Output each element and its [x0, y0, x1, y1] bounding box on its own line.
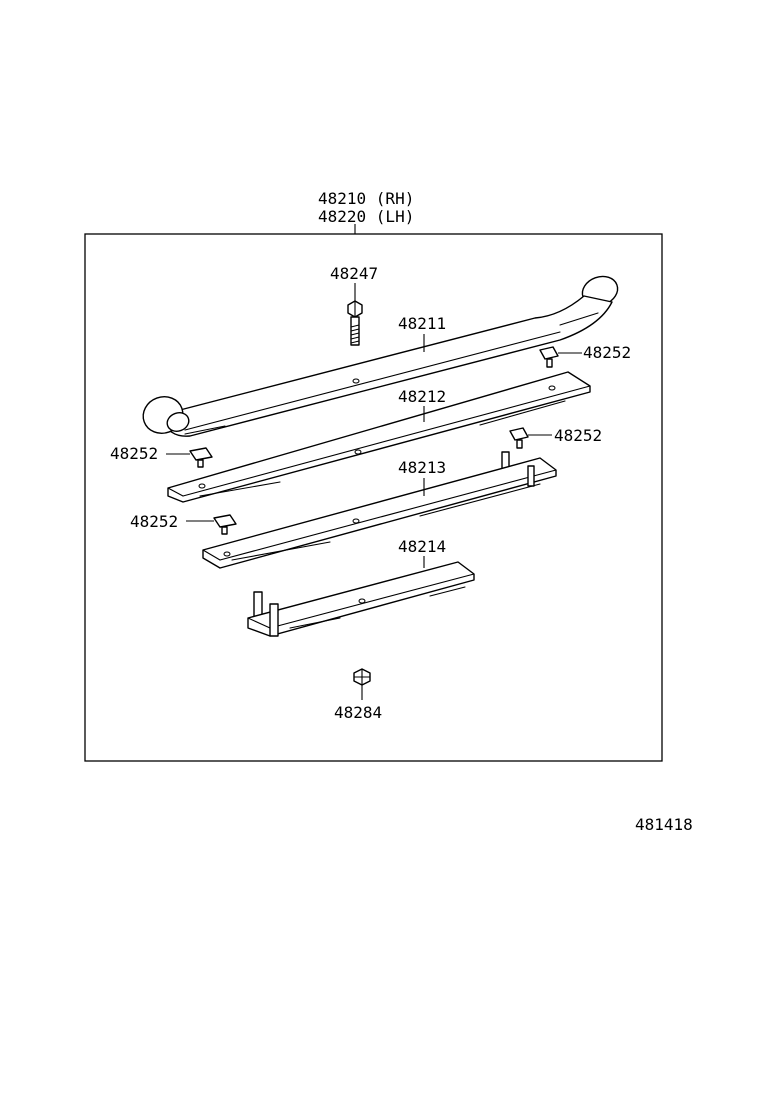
clip-left-lower[interactable] — [213, 514, 237, 535]
center-nut[interactable] — [353, 668, 371, 686]
leaf-no3-label: 48213 — [398, 458, 446, 477]
leaf-spring-no4[interactable] — [247, 561, 475, 637]
leaf-no2-label: 48212 — [398, 387, 446, 406]
nut-label: 48284 — [334, 703, 382, 722]
clip-right-upper-label: 48252 — [583, 343, 631, 362]
center-bolt[interactable] — [347, 300, 363, 346]
bolt-label: 48247 — [330, 264, 378, 283]
clip-right-lower[interactable] — [509, 427, 529, 449]
diagram-id: 481418 — [635, 815, 693, 834]
clip-left-upper[interactable] — [189, 447, 213, 468]
leaf-spring-no3[interactable] — [202, 451, 557, 569]
leaf-spring-no2[interactable] — [167, 371, 591, 503]
clip-left-upper-label: 48252 — [110, 444, 158, 463]
leaf-no1-label: 48211 — [398, 314, 446, 333]
assembly-label-lh: 48220 (LH) — [318, 207, 414, 226]
leaf-no4-label: 48214 — [398, 537, 446, 556]
clip-left-lower-label: 48252 — [130, 512, 178, 531]
clip-right-lower-label: 48252 — [554, 426, 602, 445]
assembly-label-rh: 48210 (RH) — [318, 189, 414, 208]
leaf-spring-no1[interactable] — [138, 272, 622, 439]
assembly-frame — [84, 233, 663, 762]
clip-right-upper[interactable] — [539, 346, 559, 368]
